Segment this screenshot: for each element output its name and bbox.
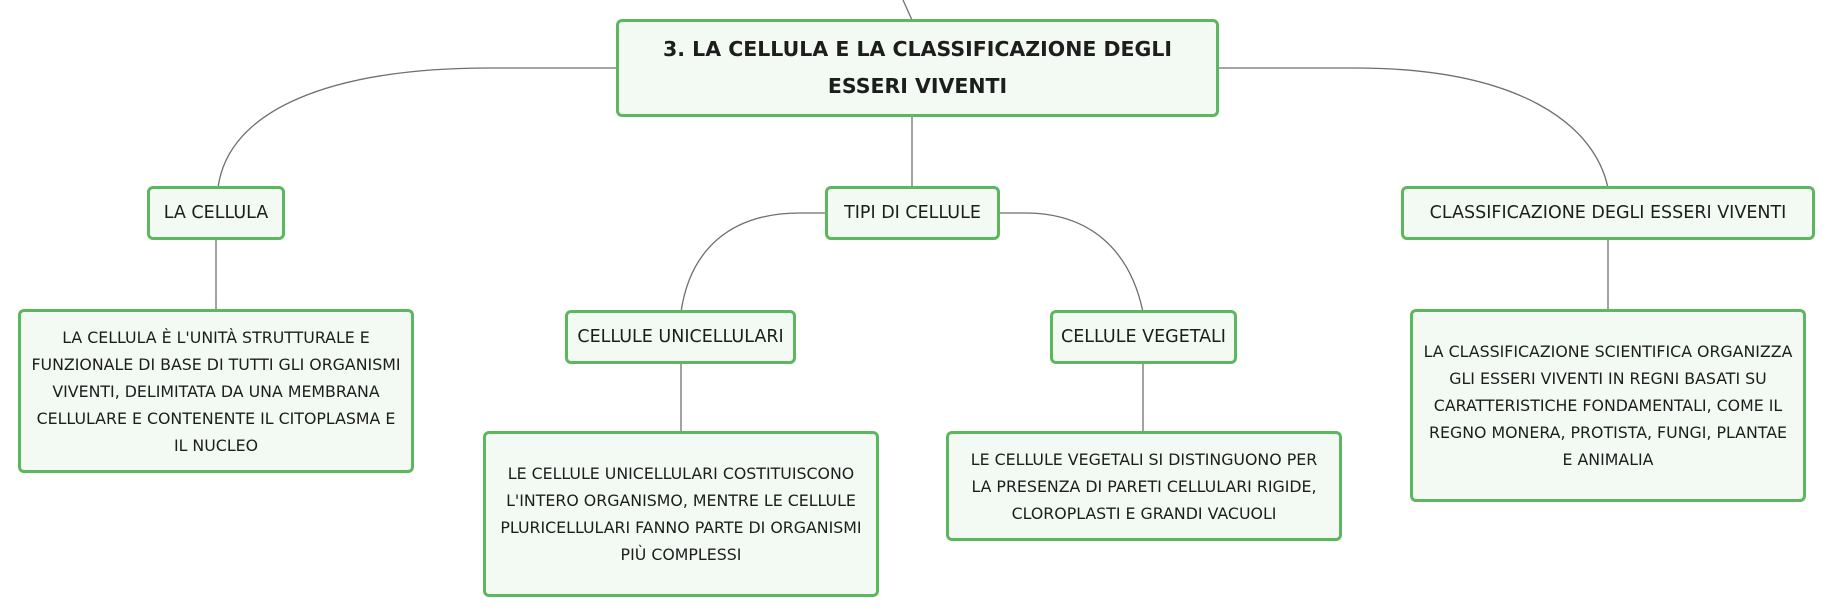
topic-tipi-di-cellule-label: TIPI DI CELLULE: [844, 203, 981, 223]
detail-classificazione[interactable]: LA CLASSIFICAZIONE SCIENTIFICA ORGANIZZA…: [1410, 309, 1806, 502]
detail-classificazione-text: LA CLASSIFICAZIONE SCIENTIFICA ORGANIZZA…: [1423, 342, 1793, 469]
topic-la-cellula-label: LA CELLULA: [163, 203, 269, 223]
root-topic[interactable]: 3. LA CELLULA E LA CLASSIFICAZIONE DEGLI…: [616, 19, 1219, 117]
detail-cellule-vegetali[interactable]: LE CELLULE VEGETALI SI DISTINGUONO PER L…: [946, 431, 1342, 541]
detail-cellule-vegetali-text: LE CELLULE VEGETALI SI DISTINGUONO PER L…: [970, 449, 1318, 523]
root-topic-label: 3. LA CELLULA E LA CLASSIFICAZIONE DEGLI…: [662, 37, 1173, 98]
detail-la-cellula-text: LA CELLULA È L'UNITÀ STRUTTURALE E FUNZI…: [31, 327, 401, 455]
detail-la-cellula[interactable]: LA CELLULA È L'UNITÀ STRUTTURALE E FUNZI…: [18, 309, 414, 473]
topic-cellule-unicellulari[interactable]: CELLULE UNICELLULARI: [565, 310, 796, 364]
connector-tipi-unicellulari: [680, 212, 828, 313]
detail-cellule-unicellulari-text: LE CELLULE UNICELLULARI COSTITUISCONO L'…: [500, 464, 862, 564]
topic-la-cellula[interactable]: LA CELLULA: [147, 186, 285, 240]
connector-tipi-vegetali: [998, 212, 1144, 313]
connector-root-classificazione: [1218, 67, 1609, 189]
topic-classificazione[interactable]: CLASSIFICAZIONE DEGLI ESSERI VIVENTI: [1401, 186, 1815, 240]
topic-tipi-di-cellule[interactable]: TIPI DI CELLULE: [825, 186, 1000, 240]
detail-cellule-unicellulari[interactable]: LE CELLULE UNICELLULARI COSTITUISCONO L'…: [483, 431, 879, 597]
topic-classificazione-label: CLASSIFICAZIONE DEGLI ESSERI VIVENTI: [1429, 203, 1787, 223]
connector-root-cellula: [217, 67, 618, 189]
topic-cellule-unicellulari-label: CELLULE UNICELLULARI: [577, 327, 784, 347]
connector-from-parent: [902, 0, 913, 21]
topic-cellule-vegetali-label: CELLULE VEGETALI: [1061, 327, 1226, 347]
topic-cellule-vegetali[interactable]: CELLULE VEGETALI: [1050, 310, 1237, 364]
